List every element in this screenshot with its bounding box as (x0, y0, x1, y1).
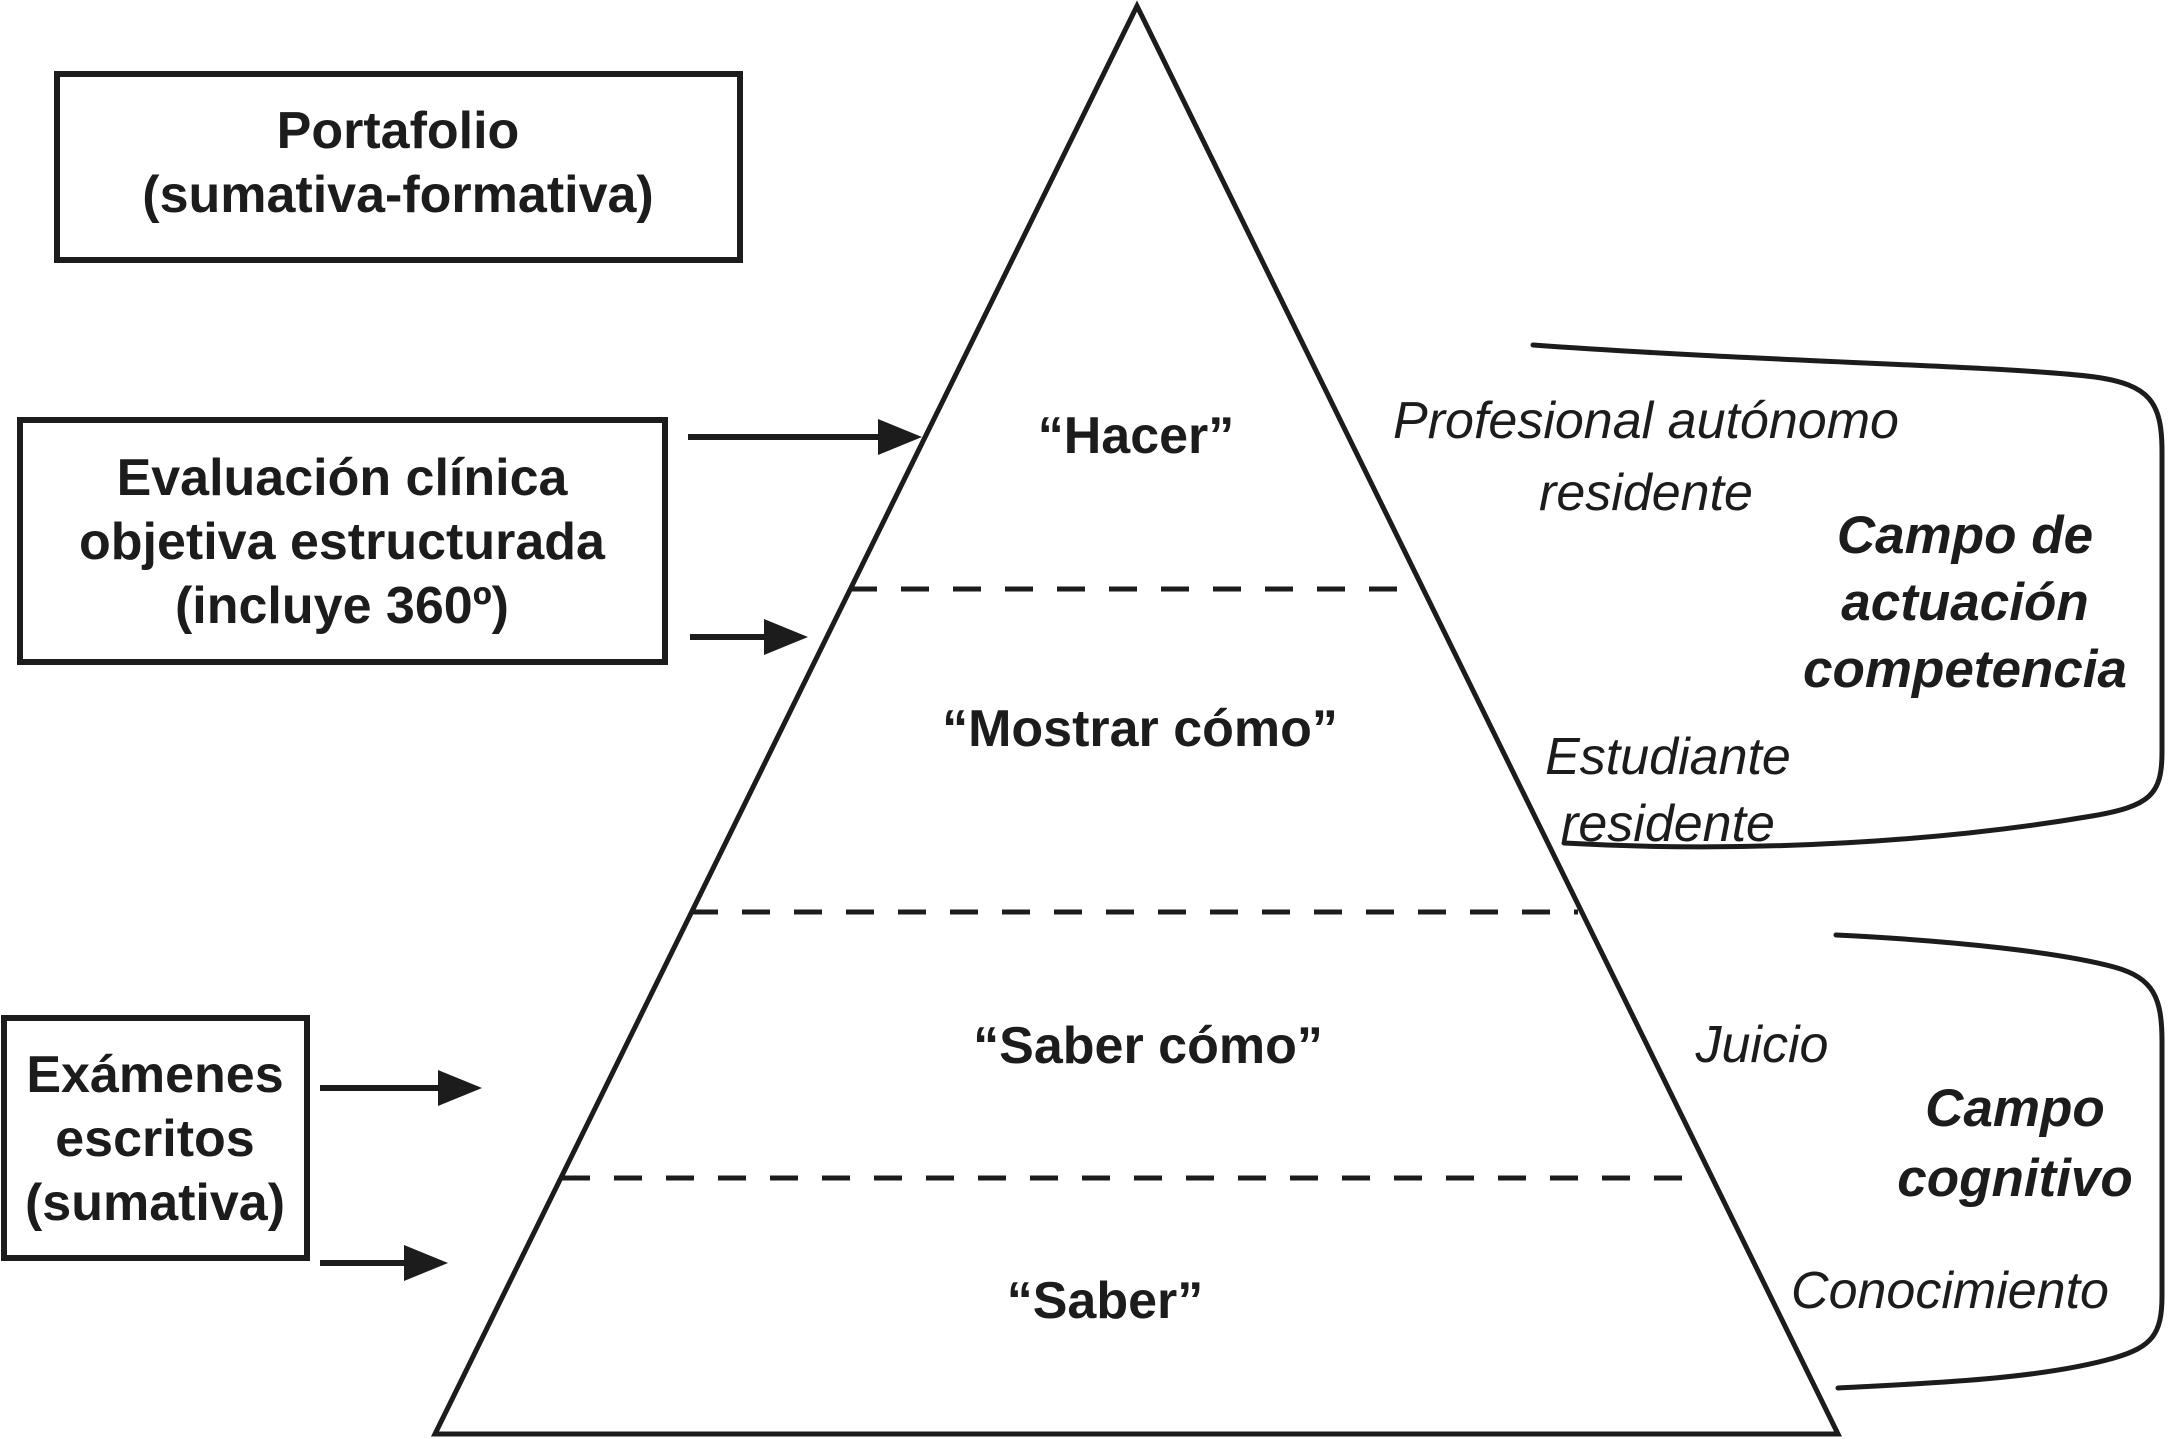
juicio-label: Juicio (1695, 1016, 1829, 1074)
profesional-autonomo-label-line2: residente (1539, 464, 1753, 522)
arrow-examenes-saber-como (320, 1070, 482, 1106)
arrow-examenes-saber (320, 1245, 448, 1281)
estudiante-label-line2: residente (1561, 795, 1775, 853)
arrow-evaluacion-hacer (688, 419, 922, 455)
examenes-box-line3: (sumativa) (25, 1174, 285, 1232)
estudiante-label-line1: Estudiante (1545, 728, 1791, 786)
campo-cognitivo-label-line2: cognitivo (1897, 1149, 2133, 1208)
bracket-campo-actuacion (1530, 342, 2165, 850)
evaluacion-box (17, 417, 668, 665)
campo-actuacion-label-line1: Campo de (1837, 506, 2093, 565)
bracket-campo-cognitivo (1833, 932, 2165, 1391)
portafolio-box (54, 71, 743, 263)
campo-actuacion-label-line3: competencia (1803, 640, 2127, 699)
pyramid-triangle (430, 0, 1843, 1437)
conocimiento-label: Conocimiento (1791, 1262, 2109, 1320)
arrow-evaluacion-mostrar (690, 619, 808, 655)
level-label-saber: “Saber” (1007, 1272, 1204, 1330)
evaluacion-box-line2: objetiva estructurada (79, 513, 606, 571)
campo-actuacion-label-line2: actuación (1841, 573, 2088, 632)
evaluacion-box-line1: Evaluación clínica (117, 449, 569, 507)
level-label-hacer: “Hacer” (1038, 407, 1235, 465)
examenes-box-line2: escritos (55, 1110, 254, 1168)
evaluacion-box-line3: (incluye 360º) (175, 577, 509, 635)
portafolio-box-line1: Portafolio (277, 102, 520, 160)
examenes-box (1, 1015, 310, 1261)
profesional-autonomo-label-line1: Profesional autónomo (1393, 392, 1899, 450)
level-label-mostrar-como: “Mostrar cómo” (942, 700, 1338, 758)
campo-cognitivo-label-line1: Campo (1925, 1079, 2105, 1138)
examenes-box-line1: Exámenes (26, 1046, 283, 1104)
level-label-saber-como: “Saber cómo” (973, 1017, 1323, 1075)
portafolio-box-line2: (sumativa-formativa) (142, 166, 653, 224)
